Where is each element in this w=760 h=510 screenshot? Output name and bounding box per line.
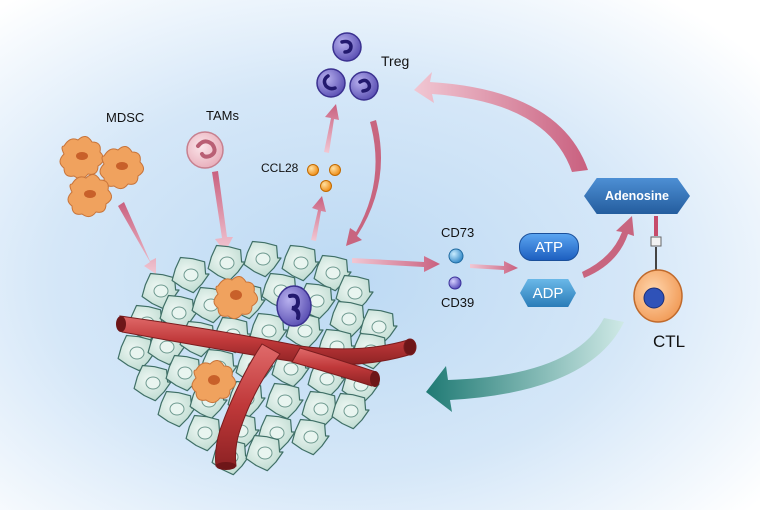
mdsc-to-tumor-arrow	[118, 202, 156, 274]
macrophage-icon	[186, 131, 224, 169]
atp-label: ATP	[534, 238, 564, 256]
tumor-cell-nucleus	[309, 294, 325, 308]
treg-cluster	[316, 32, 379, 101]
treg-cell-icon	[276, 285, 312, 327]
tumor-cell-nucleus	[347, 286, 363, 300]
cd39-enzyme-icon	[448, 276, 462, 290]
mdsc-cell-icon	[99, 146, 144, 190]
tumor-cell-nucleus	[153, 284, 169, 298]
tams-label: TAMs	[206, 108, 239, 123]
cd73-label: CD73	[441, 225, 475, 240]
treg-cell-icon	[349, 71, 379, 101]
tumor-cell-nucleus	[177, 366, 193, 380]
tumor-to-cd73-arrow	[352, 256, 440, 272]
tumor-cell-nucleus	[293, 256, 309, 270]
tumor-cell-nucleus	[183, 268, 199, 282]
tumor-cell-nucleus	[297, 324, 313, 338]
tumor-cell-nucleus	[283, 362, 299, 376]
treg-to-tumor-arrow	[346, 120, 382, 246]
tumor-to-ccl28-arrow	[311, 196, 326, 241]
ctl-label: CTL	[653, 332, 686, 351]
tumor-cell-nucleus	[129, 346, 145, 360]
adp-octagon: ADP	[520, 279, 576, 307]
tumor-cell-nucleus	[371, 320, 387, 334]
tumor-cell-nucleus	[145, 376, 161, 390]
treg-label: Treg	[381, 53, 410, 69]
adp-label: ADP	[532, 284, 564, 302]
ctl-to-tumor-arrow	[426, 318, 624, 412]
tumor-cell-nucleus	[257, 446, 273, 460]
tams-to-tumor-arrow	[212, 171, 233, 252]
mdsc-label: MDSC	[106, 110, 145, 125]
tumor-cell-nucleus	[261, 324, 277, 338]
mdsc-cell-icon	[213, 276, 258, 320]
tumor-cell-nucleus	[325, 266, 341, 280]
tumor-cell-nucleus	[255, 252, 271, 266]
ccl28-label: CCL28	[261, 161, 299, 175]
cytotoxic-t-cell-icon	[633, 269, 683, 323]
adenosine-to-treg-arrow	[414, 72, 588, 172]
tumor-cell-nucleus	[169, 402, 185, 416]
tumor-cell-nucleus	[313, 402, 329, 416]
treg-cell-icon	[332, 32, 362, 62]
blood-vessel-icon	[116, 315, 417, 470]
tumor-cell-nucleus	[159, 340, 175, 354]
adenosine-receptor-icon	[650, 216, 662, 271]
tumor-cell-nucleus	[341, 312, 357, 326]
cd39-label: CD39	[441, 295, 475, 310]
adenosine-box: Adenosine	[584, 178, 690, 214]
tumor-cell-nucleus	[343, 404, 359, 418]
chemokine-icon	[307, 164, 341, 192]
tumor-cell-nucleus	[319, 372, 335, 386]
atp-pill: ATP	[519, 233, 579, 261]
mdsc-cluster	[59, 136, 144, 218]
tumor-cell-nucleus	[303, 430, 319, 444]
adenosine-label: Adenosine	[605, 189, 669, 203]
tumor-cell-nucleus	[277, 394, 293, 408]
tumor-cell-nucleus	[171, 306, 187, 320]
tumor-cell-nucleus	[219, 256, 235, 270]
mdsc-cell-icon	[59, 136, 104, 180]
mdsc-cell-icon	[67, 174, 112, 218]
tumor-cell-nucleus	[269, 426, 285, 440]
mdsc-cell-icon	[191, 360, 236, 404]
cd73-enzyme-icon	[448, 248, 464, 264]
ccl28-to-treg-arrow	[324, 104, 339, 153]
treg-cell-icon	[316, 68, 346, 98]
tumor-cell-nucleus	[197, 426, 213, 440]
enzymes-to-atp-arrow	[470, 261, 518, 274]
atp-to-adenosine-arrow	[582, 216, 634, 278]
